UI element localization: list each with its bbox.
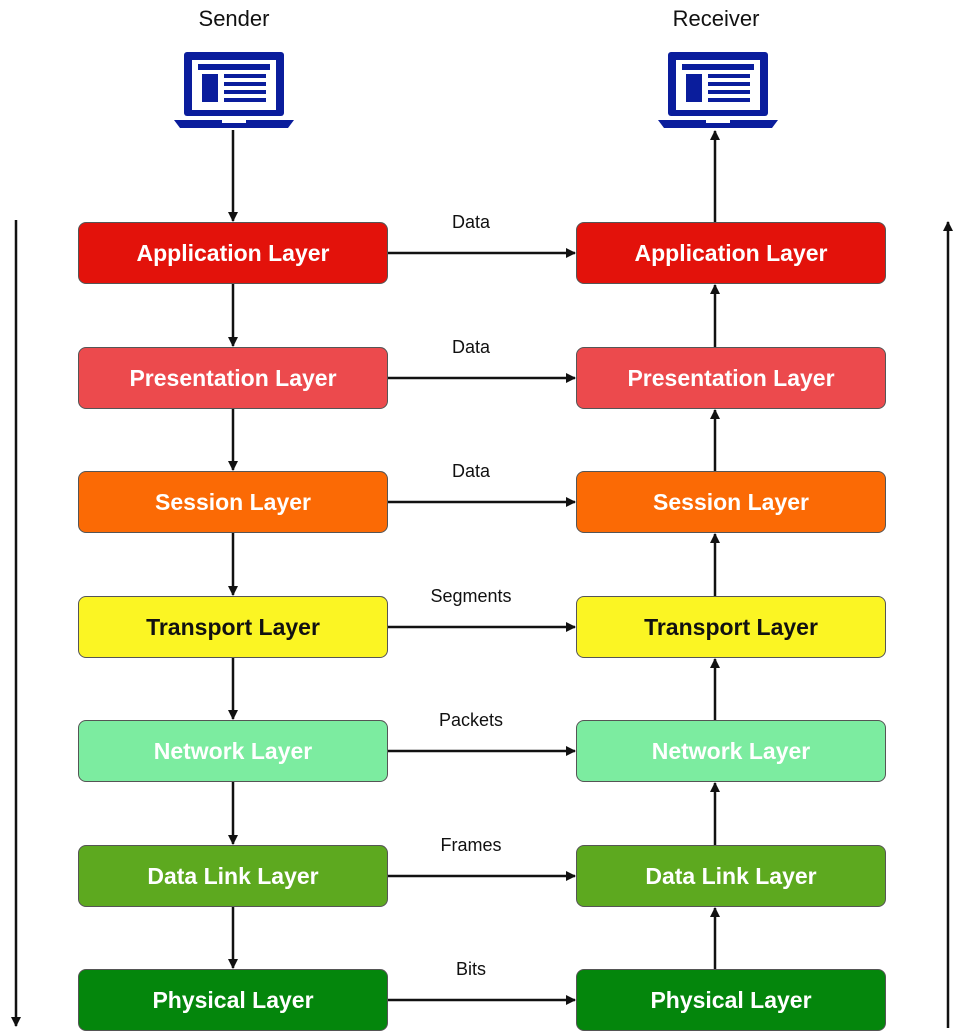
pdu-label-application: Data [451,212,491,232]
pdu-label-network: Packets [438,710,504,730]
layer-label: Transport Layer [146,613,320,640]
receiver-layer-transport: Transport Layer [576,596,886,658]
sender-stack: Application Layer Presentation Layer Ses… [78,0,390,1031]
layer-label: Network Layer [153,737,313,764]
layer-label: Transport Layer [644,613,818,640]
sender-title: Sender [198,6,270,31]
receiver-layer-session: Session Layer [576,471,886,533]
layer-label: Physical Layer [152,986,314,1013]
pdu-label-transport: Segments [430,586,512,606]
sender-layer-transport: Transport Layer [78,596,388,658]
layer-label: Presentation Layer [129,364,337,391]
layer-label: Session Layer [653,488,809,515]
receiver-layer-application: Application Layer [576,222,886,284]
layer-label: Application Layer [634,239,828,266]
layer-label: Physical Layer [650,986,812,1013]
receiver-stack: Application Layer Presentation Layer Ses… [576,0,888,1031]
receiver-laptop-icon [658,52,778,128]
sender-layer-session: Session Layer [78,471,388,533]
sender-layer-network: Network Layer [78,720,388,782]
sender-layer-presentation: Presentation Layer [78,347,388,409]
pdu-label-physical: Bits [455,959,486,979]
sender-layer-application: Application Layer [78,222,388,284]
sender-laptop-icon [174,52,294,128]
layer-label: Data Link Layer [645,862,817,889]
pdu-label-data-link: Frames [440,835,502,855]
receiver-title: Receiver [672,6,760,31]
layer-label: Presentation Layer [627,364,835,391]
sender-layer-data-link: Data Link Layer [78,845,388,907]
receiver-layer-physical: Physical Layer [576,969,886,1031]
sender-layer-physical: Physical Layer [78,969,388,1031]
layer-label: Session Layer [155,488,311,515]
layer-label: Application Layer [136,239,330,266]
pdu-label-presentation: Data [451,337,491,357]
receiver-layer-data-link: Data Link Layer [576,845,886,907]
pdu-label-session: Data [451,461,491,481]
arrow-group [11,130,953,1028]
layer-label: Network Layer [651,737,811,764]
receiver-layer-network: Network Layer [576,720,886,782]
receiver-layer-presentation: Presentation Layer [576,347,886,409]
layer-label: Data Link Layer [147,862,319,889]
